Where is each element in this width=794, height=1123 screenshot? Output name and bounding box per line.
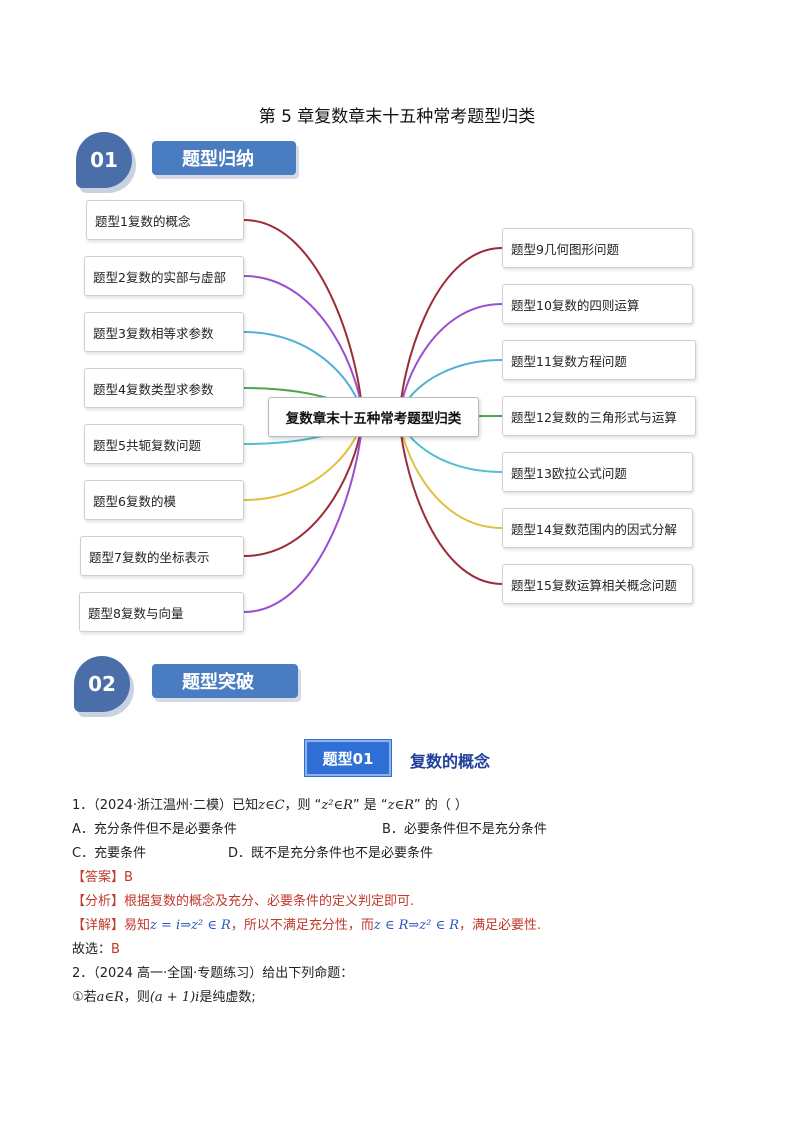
mindmap-center-node: 复数章末十五种常考题型归类 xyxy=(268,397,479,437)
mindmap-left-node-5: 题型5共轭复数问题 xyxy=(84,424,244,464)
mindmap-left-node-6: 题型6复数的模 xyxy=(84,480,244,520)
q1-detail: 【详解】易知z = i⇒z² ∈ R，所以不满足充分性，而z ∈ R⇒z² ∈ … xyxy=(72,918,542,933)
section-title-bar: 题型归纳 xyxy=(152,141,296,175)
connector-left-2 xyxy=(243,275,363,418)
section-number-badge: 01 xyxy=(76,132,132,188)
q1-option-d: D．既不是充分条件也不是必要条件 xyxy=(228,846,434,861)
mindmap-right-node-15: 题型15复数运算相关概念问题 xyxy=(502,564,693,604)
mindmap-left-node-8: 题型8复数与向量 xyxy=(79,592,244,632)
q2-stem: 2．（2024 高一·全国·专题练习）给出下列命题： xyxy=(72,966,354,981)
mindmap-left-node-3: 题型3复数相等求参数 xyxy=(84,312,244,352)
mindmap-left-node-4: 题型4复数类型求参数 xyxy=(84,368,244,408)
q1-stem: 1．（2024·浙江温州·二模）已知z∈C，则 “z²∈R” 是 “z∈R” 的… xyxy=(72,798,468,813)
section-title-bar-2: 题型突破 xyxy=(152,664,298,698)
mindmap-right-node-13: 题型13欧拉公式问题 xyxy=(502,452,693,492)
mindmap-left-node-1: 题型1复数的概念 xyxy=(86,200,244,240)
mindmap-right-node-10: 题型10复数的四则运算 xyxy=(502,284,693,324)
type-badge: 题型01 xyxy=(304,739,392,777)
q1-choose: 故选：B xyxy=(72,942,120,957)
q1-option-c: C．充要条件 xyxy=(72,846,147,861)
q1-option-a: A．充分条件但不是必要条件 xyxy=(72,822,237,837)
document-title: 第 5 章复数章末十五种常考题型归类 xyxy=(258,107,536,127)
mindmap-left-node-7: 题型7复数的坐标表示 xyxy=(80,536,244,576)
q2-item-1: ①若a∈R，则(a + 1)i是纯虚数; xyxy=(72,990,256,1005)
section-number-badge-2: 02 xyxy=(74,656,130,712)
mindmap-right-node-14: 题型14复数范围内的因式分解 xyxy=(502,508,693,548)
connector-left-1 xyxy=(243,219,363,418)
q1-option-b: B．必要条件但不是充分条件 xyxy=(382,822,547,837)
connector-left-8 xyxy=(243,416,363,613)
mindmap-right-node-12: 题型12复数的三角形式与运算 xyxy=(502,396,696,436)
q1-analysis: 【分析】根据复数的概念及充分、必要条件的定义判定即可. xyxy=(72,894,415,909)
mindmap-right-node-9: 题型9几何图形问题 xyxy=(502,228,693,268)
mindmap-left-node-2: 题型2复数的实部与虚部 xyxy=(84,256,244,296)
mindmap-right-node-11: 题型11复数方程问题 xyxy=(502,340,696,380)
q1-answer: 【答案】B xyxy=(72,870,133,885)
type-title: 复数的概念 xyxy=(410,752,491,771)
